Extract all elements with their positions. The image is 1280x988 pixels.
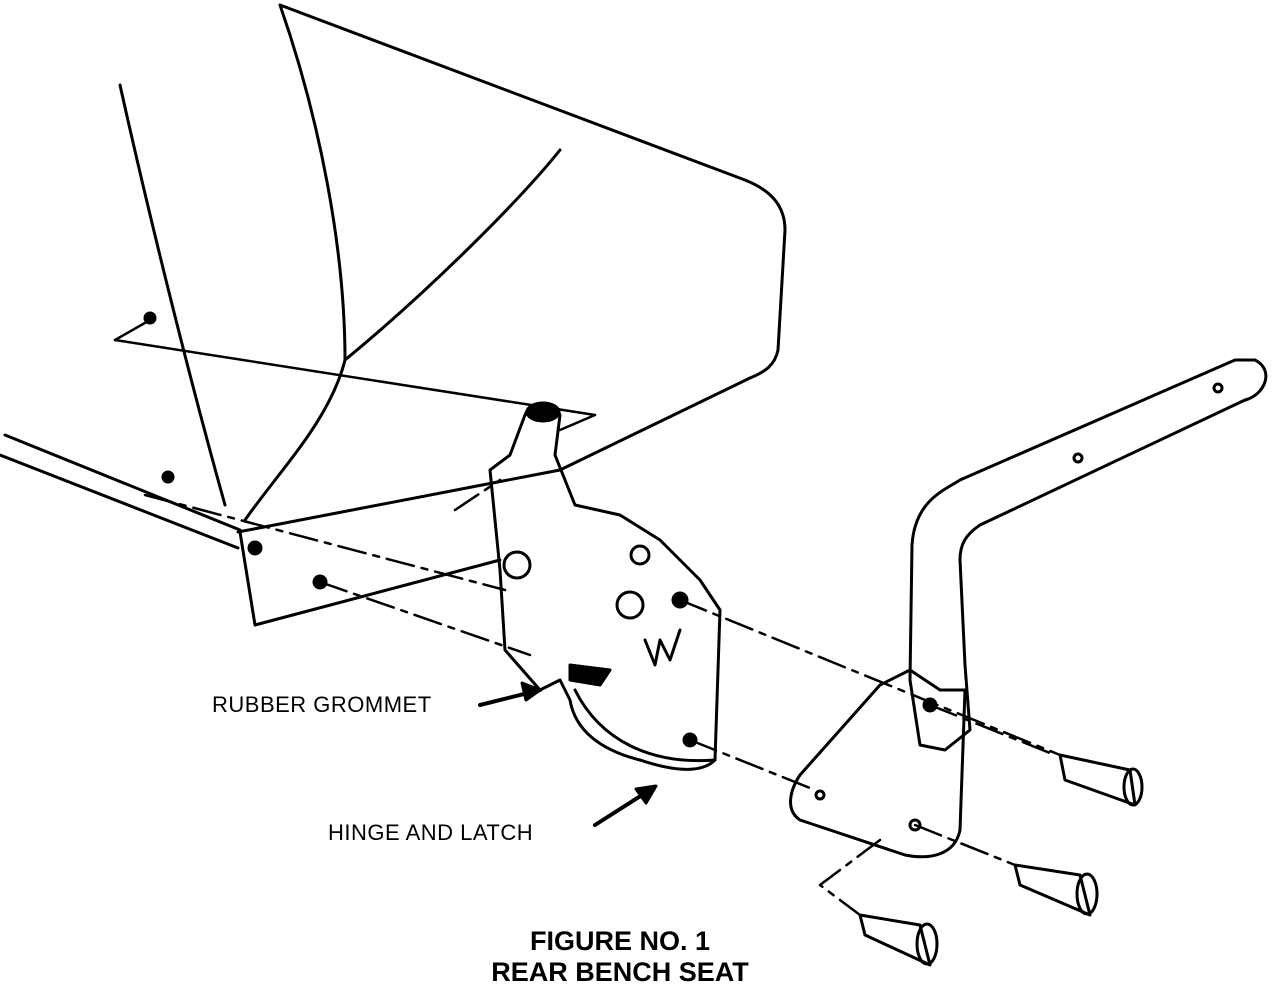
figure-title: REAR BENCH SEAT (491, 957, 749, 987)
support-bracket (789, 358, 1268, 859)
figure-number: FIGURE NO. 1 (529, 926, 711, 956)
rubber-grommet-label: RUBBER GROMMET (212, 692, 432, 717)
seat-cushion (118, 3, 787, 522)
seat-frame (0, 311, 562, 627)
screws (858, 753, 1144, 967)
hinge-and-latch-label: HINGE AND LATCH (328, 820, 534, 845)
leader-arrows (478, 681, 658, 827)
figure-caption: FIGURE NO. 1 REAR BENCH SEAT (420, 926, 820, 988)
hinge-and-latch-part (488, 401, 722, 771)
alignment-lines (113, 318, 1062, 917)
